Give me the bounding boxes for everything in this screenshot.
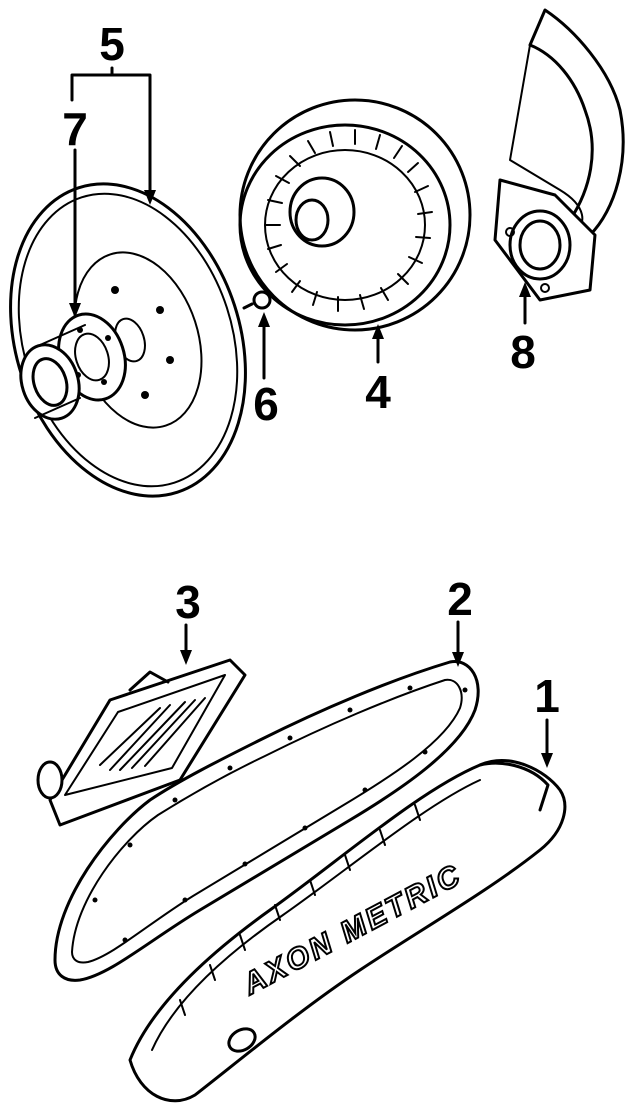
pan-gasket xyxy=(53,660,480,982)
adapter-ring xyxy=(19,312,127,421)
bolt xyxy=(242,290,272,310)
converter-fins xyxy=(264,129,433,312)
callout-5: 5 xyxy=(99,18,125,70)
callout-6: 6 xyxy=(253,378,279,430)
callout-3: 3 xyxy=(175,576,201,628)
callout-8: 8 xyxy=(510,326,536,378)
callout-1: 1 xyxy=(534,670,560,722)
callout-2: 2 xyxy=(447,573,473,625)
torque-converter xyxy=(238,98,472,332)
dust-shield xyxy=(493,8,625,302)
callout-7: 7 xyxy=(62,103,88,155)
leader-lines xyxy=(69,66,553,768)
callout-4: 4 xyxy=(365,366,391,418)
drain-plug-icon xyxy=(227,1027,257,1053)
oil-filter xyxy=(36,658,247,827)
